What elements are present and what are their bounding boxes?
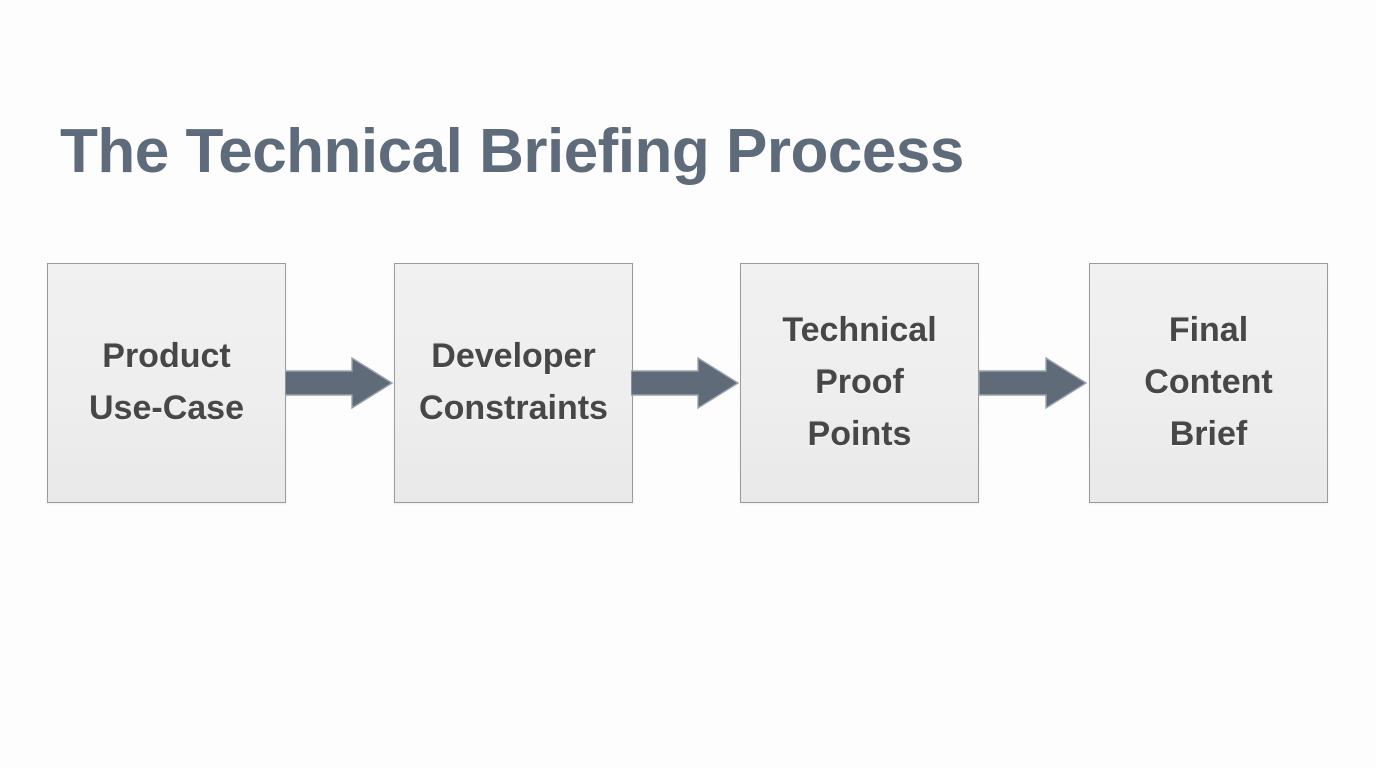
flow-arrow-2	[630, 356, 740, 410]
block-arrow-right-icon	[284, 356, 394, 410]
flow-arrow-3	[978, 356, 1088, 410]
flow-box-label: Developer Constraints	[419, 337, 608, 427]
flow-box-product-use-case[interactable]: Product Use-Case	[47, 263, 286, 503]
flow-box-technical-proof-points[interactable]: Technical Proof Points	[740, 263, 979, 503]
page-title: The Technical Briefing Process	[60, 116, 964, 186]
block-arrow-right-icon	[630, 356, 740, 410]
flow-arrow-1	[284, 356, 394, 410]
flow-box-final-content-brief[interactable]: Final Content Brief	[1089, 263, 1328, 503]
flow-box-label: Final Content Brief	[1144, 311, 1273, 453]
flow-box-label: Product Use-Case	[89, 337, 244, 427]
flow-box-developer-constraints[interactable]: Developer Constraints	[394, 263, 633, 503]
flow-box-label: Technical Proof Points	[782, 311, 937, 453]
block-arrow-right-icon	[978, 356, 1088, 410]
